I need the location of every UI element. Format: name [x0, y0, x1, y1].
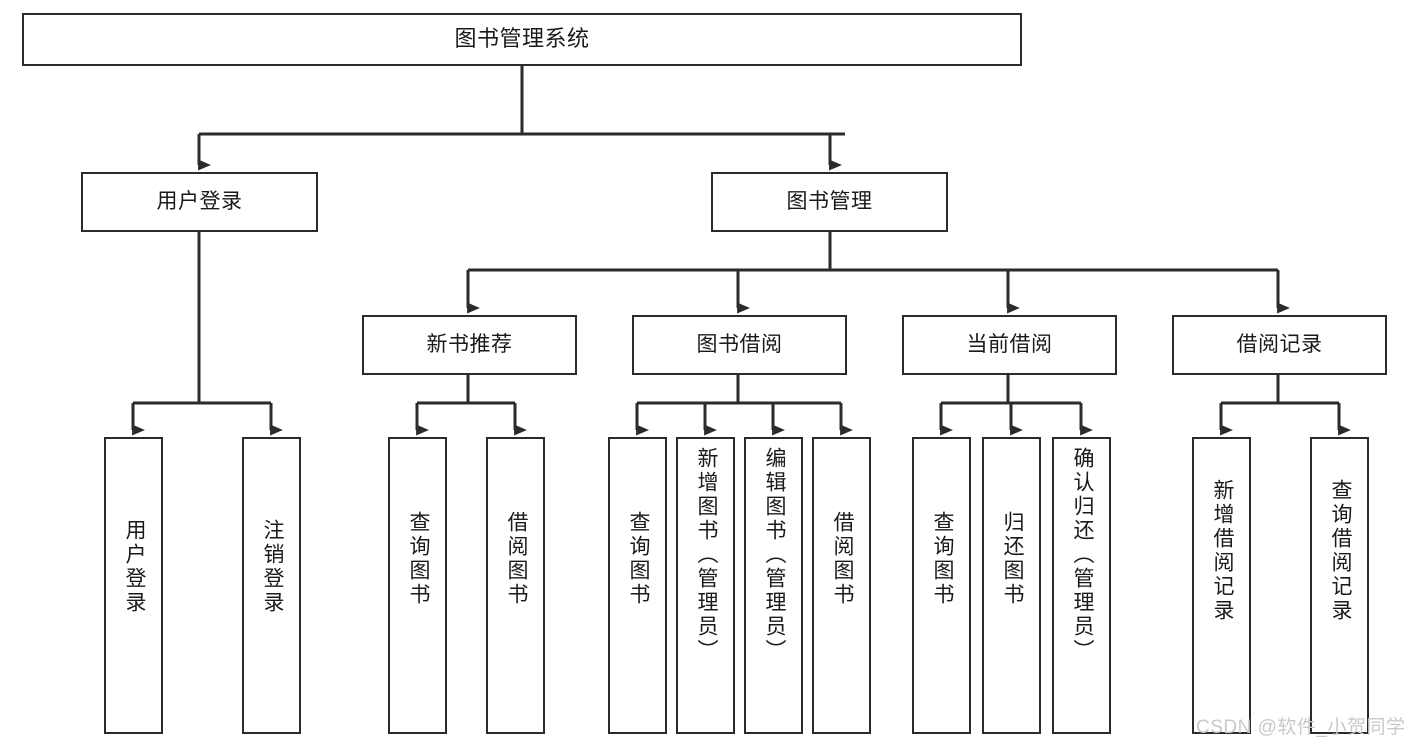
node-borrow-record-label: 借阅记录 [1236, 332, 1323, 356]
node-root-label: 图书管理系统 [454, 26, 590, 52]
node-leaf-query-record-label: 查询借阅记录 [1328, 479, 1352, 623]
node-leaf-query-book-2-label: 查询图书 [626, 511, 650, 607]
node-root[interactable]: 图书管理系统 [22, 13, 1022, 66]
node-leaf-query-book-2[interactable]: 查询图书 [608, 437, 667, 734]
node-leaf-user-login-label: 用户登录 [122, 519, 146, 615]
node-current-borrow[interactable]: 当前借阅 [902, 315, 1117, 375]
node-new-book-rec[interactable]: 新书推荐 [362, 315, 577, 375]
node-leaf-query-book-3[interactable]: 查询图书 [912, 437, 971, 734]
node-leaf-confirm-return[interactable]: 确认归还（管理员） [1052, 437, 1111, 734]
node-new-book-rec-label: 新书推荐 [426, 332, 513, 356]
node-leaf-borrow-book-2[interactable]: 借阅图书 [812, 437, 871, 734]
node-leaf-borrow-book-2-label: 借阅图书 [830, 511, 854, 607]
node-book-borrow-label: 图书借阅 [696, 332, 783, 356]
node-leaf-user-login[interactable]: 用户登录 [104, 437, 163, 734]
node-leaf-confirm-return-label: 确认归还（管理员） [1070, 447, 1094, 663]
node-leaf-add-book-label: 新增图书（管理员） [694, 447, 718, 663]
node-leaf-add-book[interactable]: 新增图书（管理员） [676, 437, 735, 734]
node-leaf-add-record[interactable]: 新增借阅记录 [1192, 437, 1251, 734]
node-borrow-record[interactable]: 借阅记录 [1172, 315, 1387, 375]
node-leaf-return-book[interactable]: 归还图书 [982, 437, 1041, 734]
node-leaf-logout-label: 注销登录 [260, 519, 284, 615]
node-book-borrow[interactable]: 图书借阅 [632, 315, 847, 375]
node-book-manage[interactable]: 图书管理 [711, 172, 948, 232]
node-leaf-add-record-label: 新增借阅记录 [1210, 479, 1234, 623]
node-leaf-edit-book-label: 编辑图书（管理员） [762, 447, 786, 663]
node-leaf-borrow-book-1-label: 借阅图书 [504, 511, 528, 607]
node-leaf-query-record[interactable]: 查询借阅记录 [1310, 437, 1369, 734]
node-leaf-logout[interactable]: 注销登录 [242, 437, 301, 734]
node-leaf-query-book-1-label: 查询图书 [406, 511, 430, 607]
node-leaf-query-book-1[interactable]: 查询图书 [388, 437, 447, 734]
node-leaf-borrow-book-1[interactable]: 借阅图书 [486, 437, 545, 734]
node-book-manage-label: 图书管理 [786, 189, 873, 213]
node-current-borrow-label: 当前借阅 [966, 332, 1053, 356]
node-user-login[interactable]: 用户登录 [81, 172, 318, 232]
node-leaf-query-book-3-label: 查询图书 [930, 511, 954, 607]
node-user-login-label: 用户登录 [156, 189, 243, 213]
node-leaf-edit-book[interactable]: 编辑图书（管理员） [744, 437, 803, 734]
node-leaf-return-book-label: 归还图书 [1000, 511, 1024, 607]
